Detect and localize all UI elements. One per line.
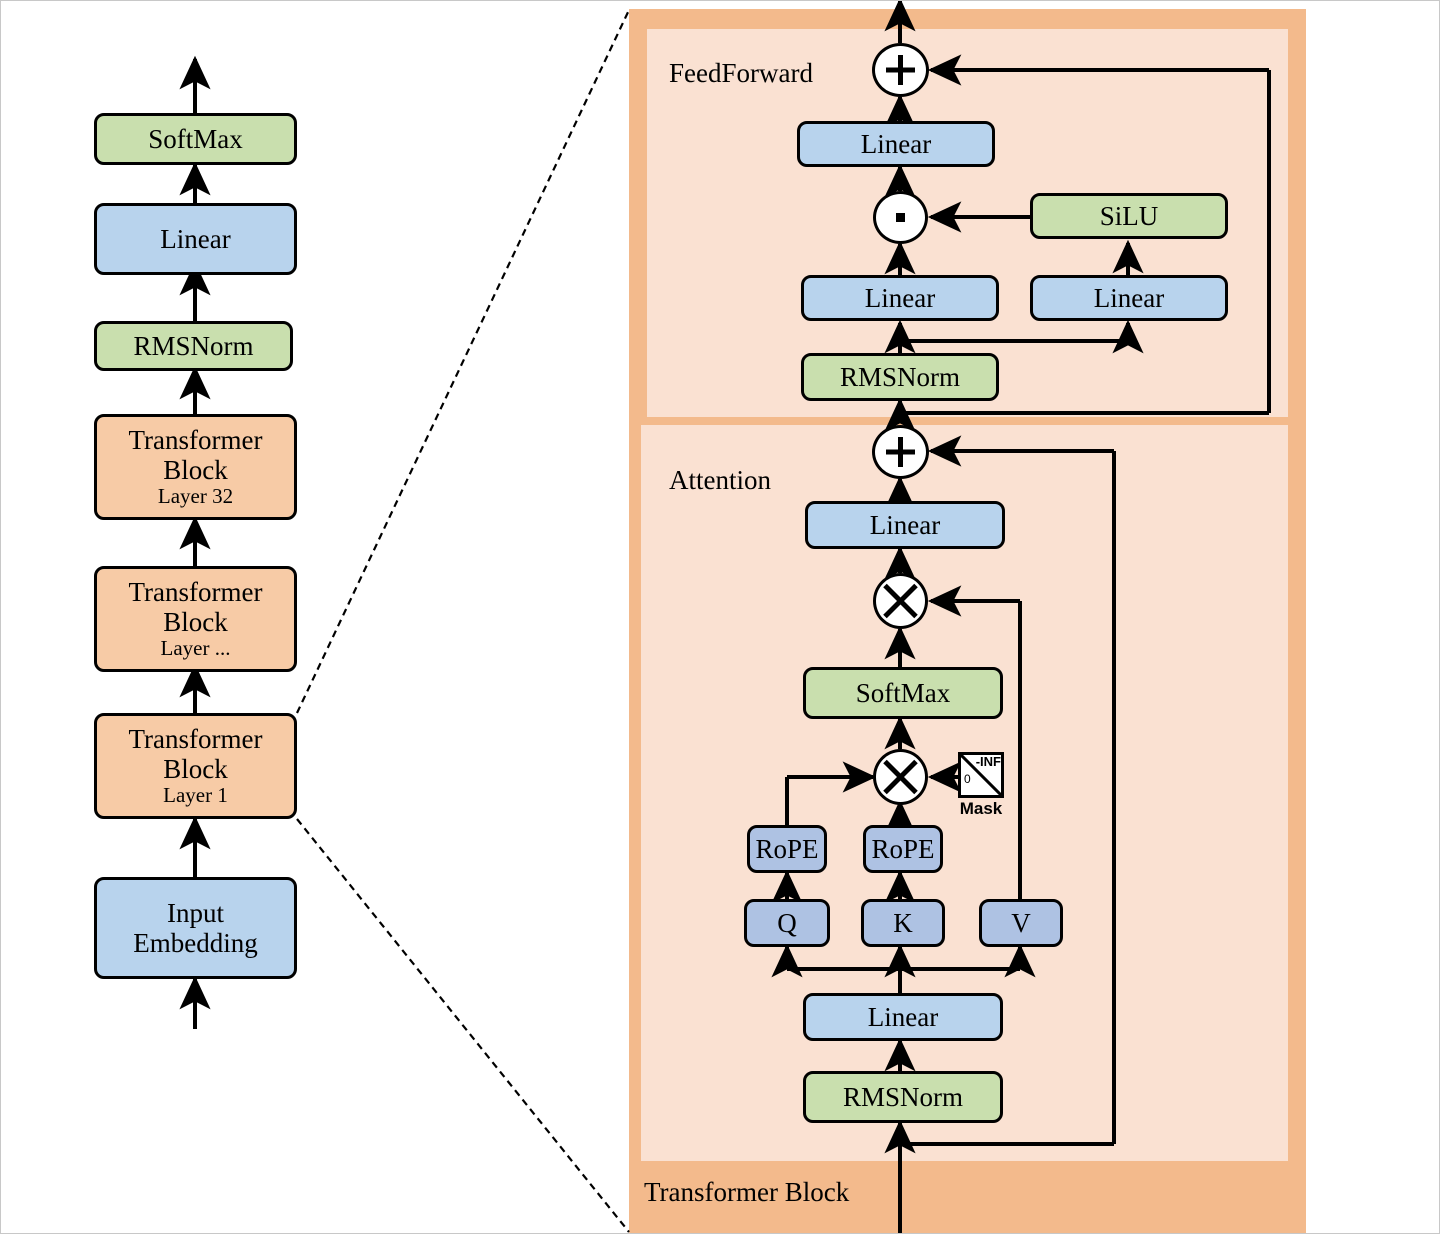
- blockmid-sublabel: Layer ...: [160, 636, 231, 661]
- transformer-block-layer1-node[interactable]: Transformer Block Layer 1: [94, 713, 297, 819]
- query-node[interactable]: Q: [744, 899, 830, 947]
- callout-line-top: [296, 9, 630, 714]
- qkv-projection-linear-label: Linear: [867, 1001, 939, 1032]
- rope-q-node[interactable]: RoPE: [747, 825, 827, 873]
- feedforward-add-node[interactable]: [872, 43, 929, 97]
- rope-k-node[interactable]: RoPE: [863, 825, 943, 873]
- feedforward-output-linear-node[interactable]: Linear: [797, 121, 995, 167]
- input-embedding-line1: Input: [167, 897, 224, 928]
- feedforward-output-linear-label: Linear: [860, 128, 932, 159]
- mask-upper-value: -INF: [975, 754, 1001, 769]
- output-linear-node[interactable]: Linear: [94, 203, 297, 275]
- attention-label: Attention: [669, 465, 771, 495]
- rope-q-label: RoPE: [755, 833, 819, 864]
- silu-label: SiLU: [1099, 200, 1159, 231]
- feedforward-gate-linear-label: Linear: [864, 282, 936, 313]
- input-embedding-node[interactable]: Input Embedding: [94, 877, 297, 979]
- feedforward-up-linear-label: Linear: [1093, 282, 1165, 313]
- value-node[interactable]: V: [979, 899, 1063, 947]
- key-node[interactable]: K: [861, 899, 945, 947]
- feedforward-rmsnorm-node[interactable]: RMSNorm: [801, 353, 999, 401]
- mask-icon: -INF 0: [958, 752, 1004, 798]
- output-linear-node-label: Linear: [160, 223, 231, 254]
- block1-title-line2: Block: [163, 754, 228, 785]
- block32-title-line1: Transformer: [128, 425, 263, 455]
- value-label: V: [1011, 907, 1031, 938]
- block1-title-line1: Transformer: [128, 724, 263, 754]
- feedforward-label: FeedForward: [669, 58, 813, 88]
- softmax-node-label: SoftMax: [148, 123, 243, 154]
- attention-output-linear-node[interactable]: Linear: [805, 501, 1005, 549]
- blockmid-title-line2: Block: [163, 607, 228, 638]
- feedforward-gate-linear-node[interactable]: Linear: [801, 275, 999, 321]
- transformer-block-layer32-node[interactable]: Transformer Block Layer 32: [94, 414, 297, 520]
- feedforward-up-linear-node[interactable]: Linear: [1030, 275, 1228, 321]
- attention-softmax-label: SoftMax: [855, 677, 951, 708]
- final-rmsnorm-node-label: RMSNorm: [133, 330, 254, 361]
- attention-add-node[interactable]: [872, 425, 929, 479]
- softmax-node[interactable]: SoftMax: [94, 113, 297, 165]
- callout-line-bottom: [296, 818, 630, 1233]
- attention-output-linear-label: Linear: [869, 509, 941, 540]
- attention-softmax-node[interactable]: SoftMax: [803, 667, 1003, 719]
- key-label: K: [893, 907, 913, 938]
- qkv-projection-linear-node[interactable]: Linear: [803, 993, 1003, 1041]
- mask-label: Mask: [959, 799, 1003, 818]
- attention-score-matmul-node[interactable]: [873, 749, 928, 805]
- block32-title-line2: Block: [163, 455, 228, 486]
- block32-sublabel: Layer 32: [157, 484, 234, 509]
- block1-sublabel: Layer 1: [163, 783, 228, 808]
- causal-mask-glyph: -INF 0 Mask: [958, 752, 1004, 819]
- transformer-block-panel-label: Transformer Block: [644, 1177, 850, 1207]
- attention-rmsnorm-label: RMSNorm: [842, 1081, 964, 1112]
- mask-lower-value: 0: [964, 772, 971, 786]
- attention-value-matmul-node[interactable]: [873, 573, 928, 629]
- silu-node[interactable]: SiLU: [1030, 193, 1228, 239]
- query-label: Q: [777, 907, 797, 938]
- feedforward-rmsnorm-label: RMSNorm: [839, 361, 961, 392]
- blockmid-title-line1: Transformer: [128, 577, 263, 607]
- final-rmsnorm-node[interactable]: RMSNorm: [94, 321, 293, 371]
- input-embedding-line2: Embedding: [133, 928, 258, 958]
- feedforward-elementwise-multiply-node[interactable]: [873, 191, 928, 244]
- rope-k-label: RoPE: [871, 833, 935, 864]
- attention-rmsnorm-node[interactable]: RMSNorm: [803, 1071, 1003, 1123]
- transformer-block-layer-ellipsis-node[interactable]: Transformer Block Layer ...: [94, 566, 297, 672]
